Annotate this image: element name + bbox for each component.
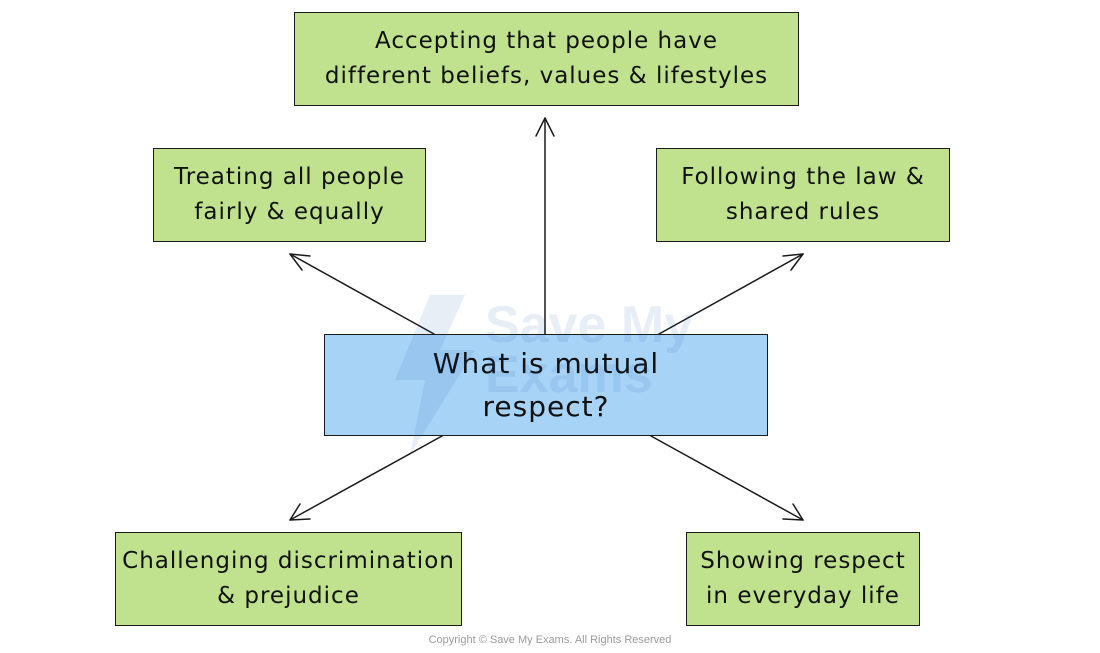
- node-accepting-differences-label: Accepting that people have different bel…: [324, 28, 769, 89]
- node-following-law: Following the law & shared rules: [656, 148, 950, 242]
- arrow-to-right: [658, 253, 804, 335]
- copyright-notice: Copyright © Save My Exams. All Rights Re…: [428, 634, 672, 646]
- node-challenging-discrimination: Challenging discrimination & prejudice: [115, 532, 462, 626]
- arrow-to-left: [289, 253, 435, 335]
- central-question: What is mutual respect?: [324, 334, 768, 436]
- node-showing-respect-label: Showing respect in everyday life: [700, 548, 906, 609]
- central-question-label: What is mutual respect?: [432, 347, 660, 423]
- arrow-to-bottom-right: [650, 435, 804, 521]
- arrow-to-top: [535, 117, 555, 335]
- node-treating-fairly-label: Treating all people fairly & equally: [174, 164, 405, 225]
- node-following-law-label: Following the law & shared rules: [681, 164, 925, 225]
- arrow-to-bottom-left: [289, 435, 443, 521]
- node-challenging-discrimination-label: Challenging discrimination & prejudice: [122, 548, 455, 609]
- node-treating-fairly: Treating all people fairly & equally: [153, 148, 426, 242]
- node-accepting-differences: Accepting that people have different bel…: [294, 12, 799, 106]
- node-showing-respect: Showing respect in everyday life: [686, 532, 920, 626]
